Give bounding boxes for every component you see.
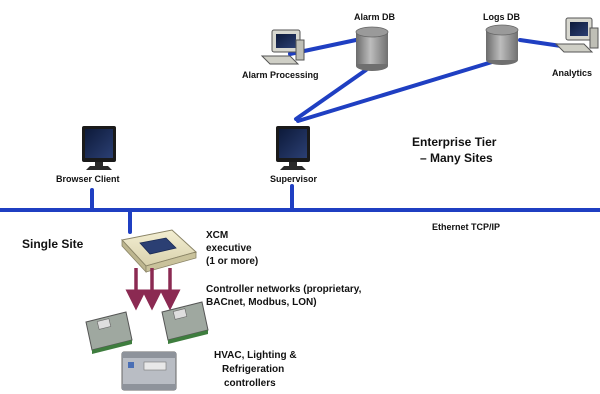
single-site-label: Single Site [22,237,84,251]
xcm-executive-label: executive [206,243,252,254]
xcm-executive-device-icon [121,229,198,274]
xcm-label: XCM [206,230,228,241]
analytics-label: Analytics [552,68,592,78]
controller-enclosure-icon [121,351,177,391]
network-links [0,38,600,234]
controllers-label: controllers [224,378,276,389]
refrigeration-label: Refrigeration [222,364,284,375]
hvac-label: HVAC, Lighting & [214,350,297,361]
supervisor-label: Supervisor [270,174,318,184]
controller-board-right-icon [161,301,209,344]
supervisor-alarmdb-link [294,68,368,121]
controller-networks-label: Controller networks (proprietary, [206,284,362,295]
alarm-db-icon [355,26,389,71]
many-sites-label: – Many Sites [420,151,493,165]
logs-db-icon [485,24,519,65]
browser-client-label: Browser Client [56,174,120,184]
alarm-db-label: Alarm DB [354,12,396,22]
analytics-workstation-icon [554,17,599,53]
controller-network-arrows [125,268,181,311]
supervisor-monitor-icon [276,126,310,170]
enterprise-tier-label: Enterprise Tier [412,135,497,149]
alarm-processing-workstation-icon [260,29,305,65]
browser-client-monitor-icon [82,126,116,170]
controller-protocols-label: BACnet, Modbus, LON) [206,297,317,308]
controller-board-left-icon [85,311,133,354]
supervisor-logsdb-link [296,60,494,123]
xcm-count-label: (1 or more) [206,256,258,267]
ethernet-label: Ethernet TCP/IP [432,222,500,232]
logs-db-label: Logs DB [483,12,520,22]
alarm-processing-label: Alarm Processing [242,70,319,80]
